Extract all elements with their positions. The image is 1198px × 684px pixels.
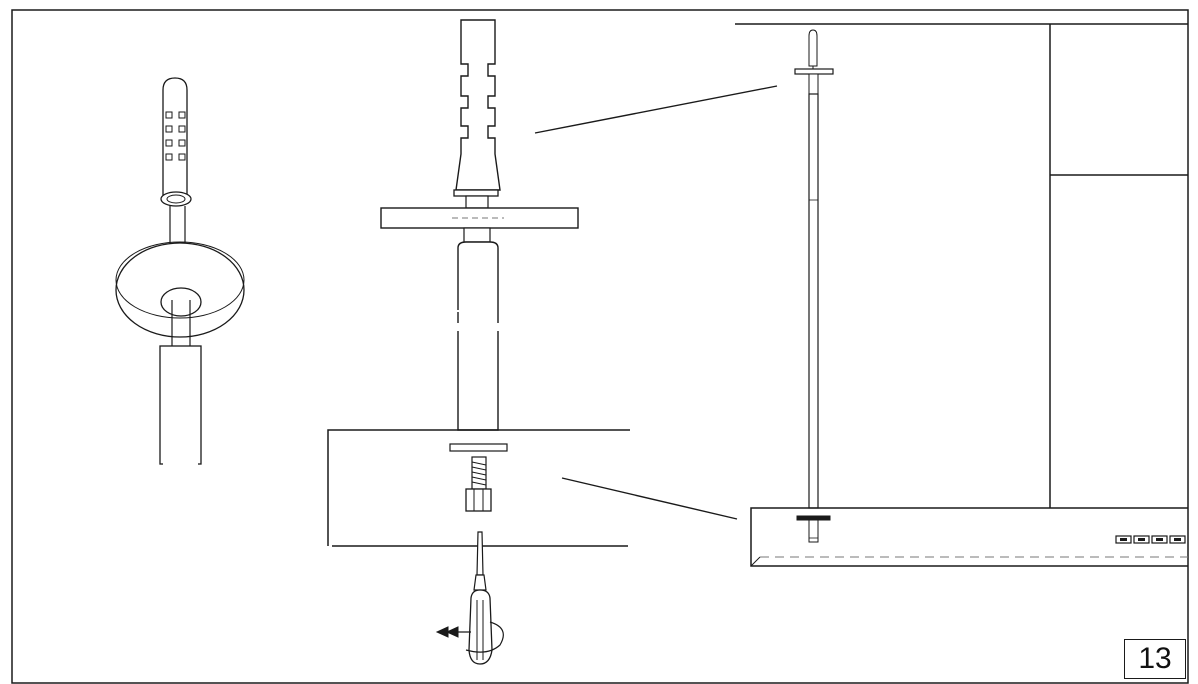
rotation-arrow-icon [435, 621, 504, 653]
screwdriver-icon [468, 531, 493, 665]
step-number-badge: 13 [1124, 639, 1186, 679]
flange-plate [380, 207, 579, 229]
rod-icon [794, 29, 834, 543]
installed-view [735, 23, 1188, 567]
leader-line-bottom [561, 477, 738, 520]
hood-base-unit [750, 507, 1188, 567]
rod-3d-detail [115, 77, 245, 468]
center-tube [457, 241, 499, 431]
diagram-frame [11, 9, 1189, 684]
step-number: 13 [1138, 642, 1172, 675]
leader-line-top [534, 85, 778, 134]
exploded-view [327, 19, 630, 665]
bolt-icon [465, 456, 492, 512]
rod-tube [159, 345, 202, 465]
notched-tip [455, 19, 501, 191]
rod-tip-icon [162, 77, 188, 196]
